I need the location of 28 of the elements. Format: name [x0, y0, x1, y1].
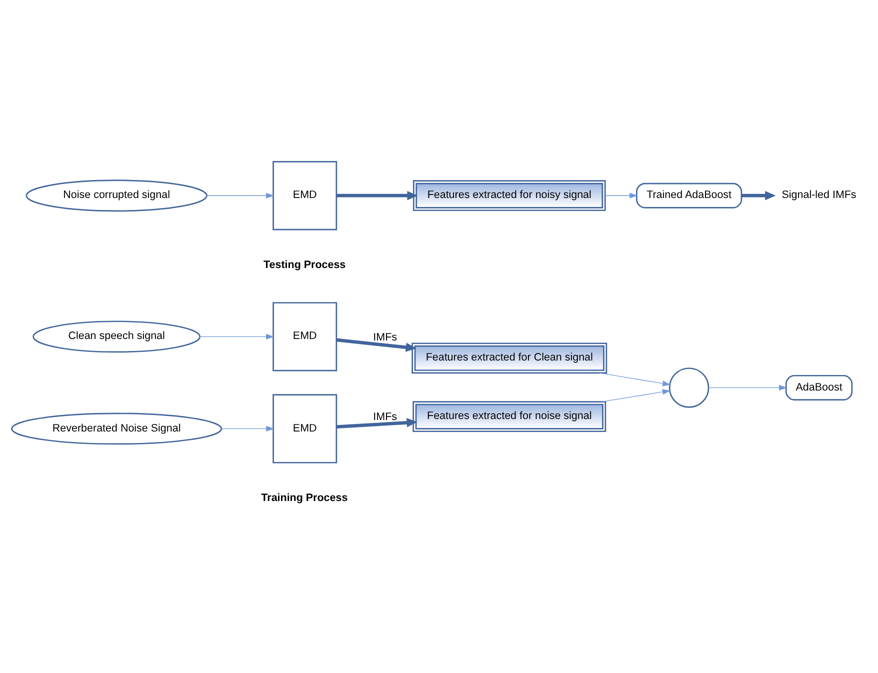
node-box: EMD	[272, 302, 338, 372]
arrow	[742, 190, 776, 200]
arrow	[199, 334, 274, 340]
node-box: EMD	[272, 394, 338, 464]
node-ellipse: Reverberated Noise Signal	[11, 412, 222, 445]
arrow	[336, 418, 418, 429]
edge-label: IMFs	[373, 332, 398, 344]
node-box: Features extracted for Clean signal	[412, 342, 608, 374]
edge-label: IMFs	[373, 410, 398, 423]
arrow	[604, 192, 638, 198]
label: Testing Process	[264, 259, 346, 272]
node-box: Trained AdaBoost	[636, 182, 742, 208]
node-ellipse: Clean speech signal	[32, 320, 201, 353]
node-box: AdaBoost	[785, 374, 853, 400]
arrow	[600, 389, 671, 402]
node-box: EMD	[272, 161, 338, 230]
arrow	[336, 338, 416, 352]
node-ellipse: Noise corrupted signal	[26, 180, 208, 212]
arrow	[336, 190, 418, 200]
arrow	[598, 372, 671, 386]
node-box: Features extracted for noise signal	[412, 401, 606, 432]
arrow	[206, 192, 274, 198]
arrow	[708, 384, 788, 391]
arrow	[221, 426, 274, 432]
node-text: Signal-led IMFs	[782, 189, 856, 202]
node-box: Features extracted for noisy signal	[412, 180, 606, 212]
label: Training Process	[261, 492, 348, 504]
node-circle	[668, 368, 710, 408]
